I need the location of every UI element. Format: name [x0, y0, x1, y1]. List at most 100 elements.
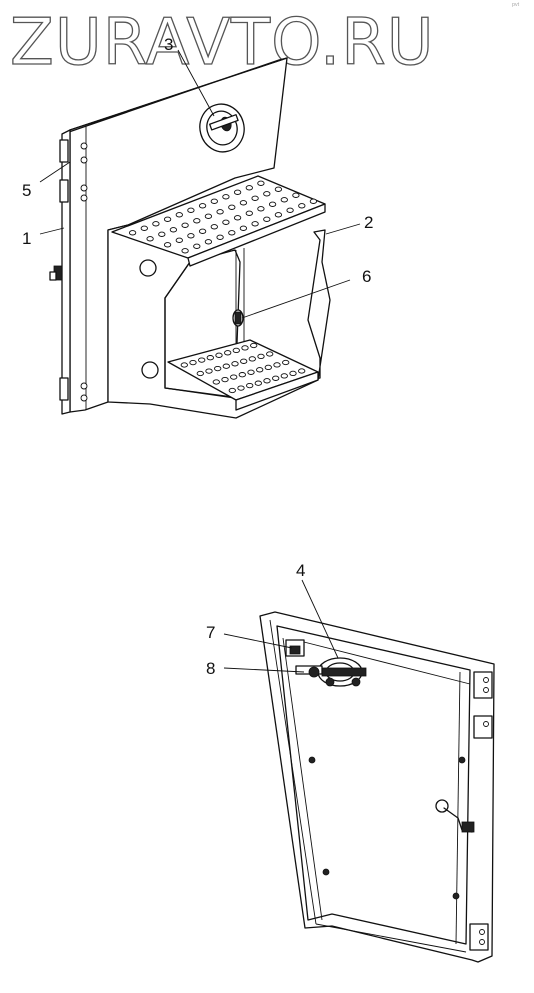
- callout-leaders: [39, 49, 361, 673]
- tread-hole: [233, 189, 242, 195]
- side-rod-mechanism: [308, 756, 475, 900]
- tread-hole: [264, 364, 272, 371]
- tread-hole: [198, 357, 206, 363]
- tread-hole: [140, 225, 148, 231]
- tread-hole: [257, 353, 265, 360]
- tread-hole: [309, 198, 318, 204]
- tread-hole: [247, 369, 255, 375]
- side-latch: [49, 265, 63, 281]
- tread-hole: [222, 363, 230, 369]
- tread-hole: [274, 186, 283, 192]
- tread-hole: [222, 219, 230, 225]
- tread-hole: [286, 207, 294, 213]
- leader-2: [325, 223, 361, 235]
- tread-hole: [272, 375, 280, 381]
- tread-hole: [257, 180, 265, 186]
- callout-4: 4: [296, 561, 305, 580]
- tread-hole: [180, 362, 188, 368]
- tread-hole: [205, 368, 213, 374]
- tread-hole: [298, 203, 306, 209]
- tread-hole: [251, 195, 259, 201]
- tread-hole: [245, 185, 253, 191]
- leader-5: [39, 161, 71, 183]
- tread-hole: [163, 216, 172, 222]
- tread-hole: [187, 233, 195, 239]
- tread-hole: [257, 206, 265, 212]
- tread-hole: [254, 380, 262, 386]
- tread-hole: [280, 197, 288, 203]
- callout-labels: 1 2 3 4 5 6 7 8: [22, 35, 373, 678]
- tread-hole: [256, 367, 264, 373]
- tread-hole: [274, 212, 283, 218]
- tread-hole: [298, 368, 306, 374]
- corner-mark: ᵖᵛᵗ: [512, 1, 520, 10]
- leader-4: [301, 579, 339, 659]
- tread-hole: [292, 192, 300, 198]
- mount-hole-upper: [139, 259, 157, 277]
- leader-8: [223, 667, 305, 673]
- tread-hole: [146, 236, 154, 242]
- door-handle: [199, 103, 245, 153]
- tread-hole: [181, 222, 189, 228]
- tread-hole: [152, 221, 160, 227]
- tread-hole: [181, 248, 189, 254]
- watermark-text: ZURAVTO.RU: [10, 6, 435, 80]
- tread-hole: [282, 359, 290, 366]
- lock-mechanism: [317, 657, 367, 687]
- tread-hole: [268, 201, 277, 207]
- tread-hole: [193, 243, 201, 249]
- tread-hole: [216, 209, 224, 215]
- hinge-knuckles: [59, 139, 88, 402]
- callout-5: 5: [22, 181, 31, 200]
- tread-hole: [198, 228, 207, 234]
- callout-7: 7: [206, 623, 215, 642]
- tread-hole: [175, 237, 183, 243]
- tread-hole: [263, 378, 271, 384]
- tread-hole: [193, 218, 201, 224]
- tread-hole: [238, 372, 246, 378]
- tread-hole: [240, 358, 248, 364]
- tread-hole: [204, 213, 213, 219]
- latch-bolt: [285, 639, 323, 678]
- tread-hole: [266, 351, 274, 357]
- callout-3: 3: [164, 35, 173, 54]
- leader-7: [223, 633, 293, 649]
- tread-hole: [210, 224, 218, 230]
- tread-hole: [233, 215, 242, 221]
- upper-step-tread: [111, 175, 326, 267]
- tread-hole: [289, 370, 297, 377]
- mount-hole-lower: [141, 361, 159, 379]
- tread-hole: [206, 355, 214, 361]
- tread-hole: [175, 212, 183, 218]
- tread-hole: [224, 350, 232, 356]
- tread-hole: [158, 231, 166, 237]
- tread-hole: [246, 382, 254, 389]
- leader-6: [241, 279, 351, 319]
- inner-door-assembly: [259, 611, 495, 963]
- hinge-strip: [61, 129, 71, 415]
- tread-hole: [216, 234, 224, 240]
- tread-hole: [237, 385, 245, 391]
- tread-hole: [221, 376, 229, 383]
- tread-hole: [250, 342, 258, 349]
- callout-6: 6: [362, 267, 371, 286]
- tread-hole: [248, 356, 256, 362]
- tread-hole: [251, 221, 259, 227]
- leader-1: [39, 227, 65, 235]
- tread-hole: [212, 379, 220, 385]
- latch-catch: [232, 309, 244, 327]
- callout-2: 2: [364, 213, 373, 232]
- inner-door-recess: [276, 625, 471, 945]
- tread-hole: [196, 370, 204, 377]
- tread-hole: [228, 387, 236, 394]
- tread-hole: [273, 362, 281, 368]
- tread-hole: [210, 198, 218, 204]
- tread-hole: [228, 230, 236, 236]
- tread-hole: [198, 203, 207, 209]
- tread-hole: [239, 225, 248, 231]
- tread-hole: [163, 242, 172, 248]
- tread-hole: [263, 191, 271, 197]
- tread-hole: [232, 347, 240, 354]
- lower-step-tread: [167, 339, 319, 411]
